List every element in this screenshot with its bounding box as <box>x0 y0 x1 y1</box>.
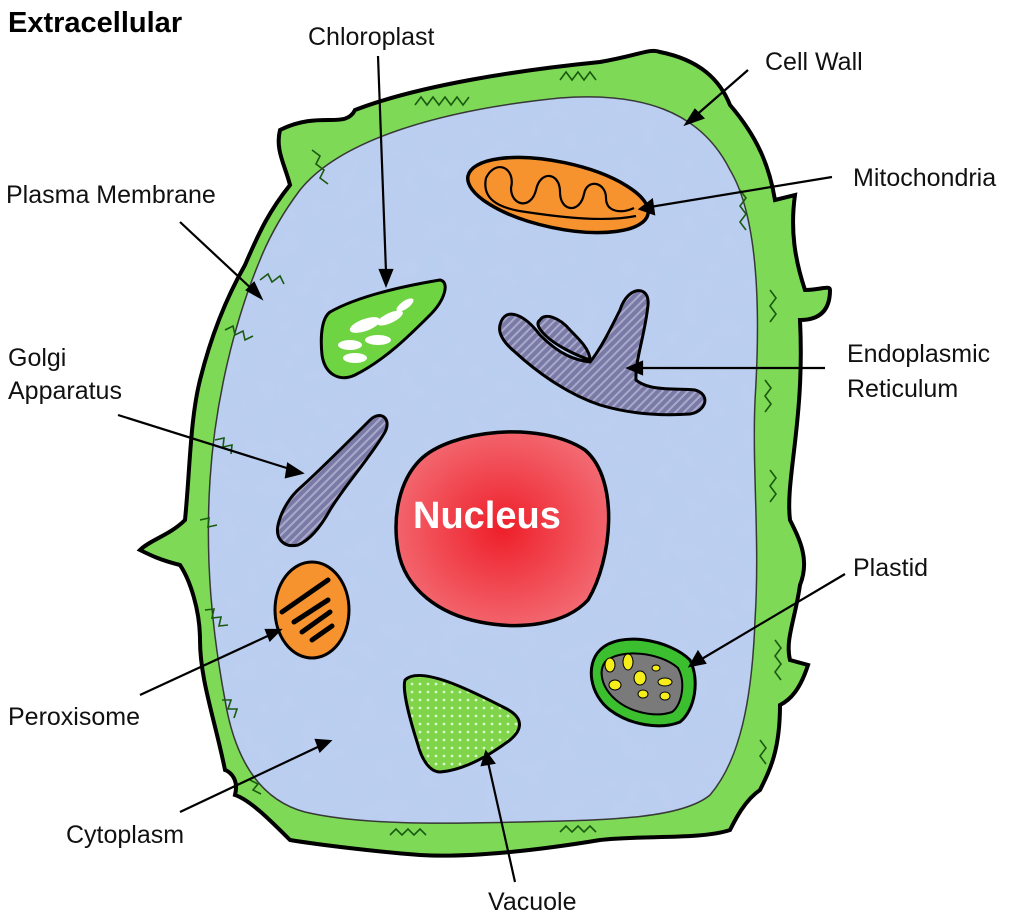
arrowhead-icon <box>264 628 283 642</box>
golgi-apparatus <box>275 414 389 548</box>
er-label-line2: Reticulum <box>847 375 958 403</box>
arrowhead-icon <box>378 268 394 288</box>
golgi-label-line1: Golgi <box>8 344 66 372</box>
mitochondria <box>465 155 651 235</box>
arrowhead-icon <box>245 281 264 301</box>
arrowhead-icon <box>625 360 644 376</box>
nucleus-label: Nucleus <box>413 495 561 537</box>
chloroplast <box>319 278 447 380</box>
nucleus <box>394 430 611 628</box>
cell-wall-label: Cell Wall <box>765 48 863 76</box>
arrowhead-icon <box>687 649 707 668</box>
chloroplast-label: Chloroplast <box>308 23 435 51</box>
peroxisome-label: Peroxisome <box>8 703 140 731</box>
plastid <box>589 637 697 728</box>
mitochondria-label: Mitochondria <box>853 164 996 192</box>
er-label-line1: Endoplasmic <box>847 340 990 368</box>
vacuole-label: Vacuole <box>488 888 577 916</box>
arrowhead-icon <box>314 738 333 753</box>
arrowhead-icon <box>637 198 656 216</box>
arrowhead-icon <box>284 462 305 479</box>
arrowhead-icon <box>683 108 706 127</box>
peroxisome <box>273 560 351 660</box>
cytoplasm-label: Cytoplasm <box>66 821 184 849</box>
endoplasmic-reticulum <box>498 289 707 417</box>
plastid-label: Plastid <box>853 554 928 582</box>
extracellular-label: Extracellular <box>8 7 182 39</box>
golgi-label-line2: Apparatus <box>8 377 122 405</box>
arrowhead-icon <box>480 749 496 767</box>
plasma-membrane-label: Plasma Membrane <box>6 181 216 209</box>
pointer-arrows <box>117 55 846 883</box>
